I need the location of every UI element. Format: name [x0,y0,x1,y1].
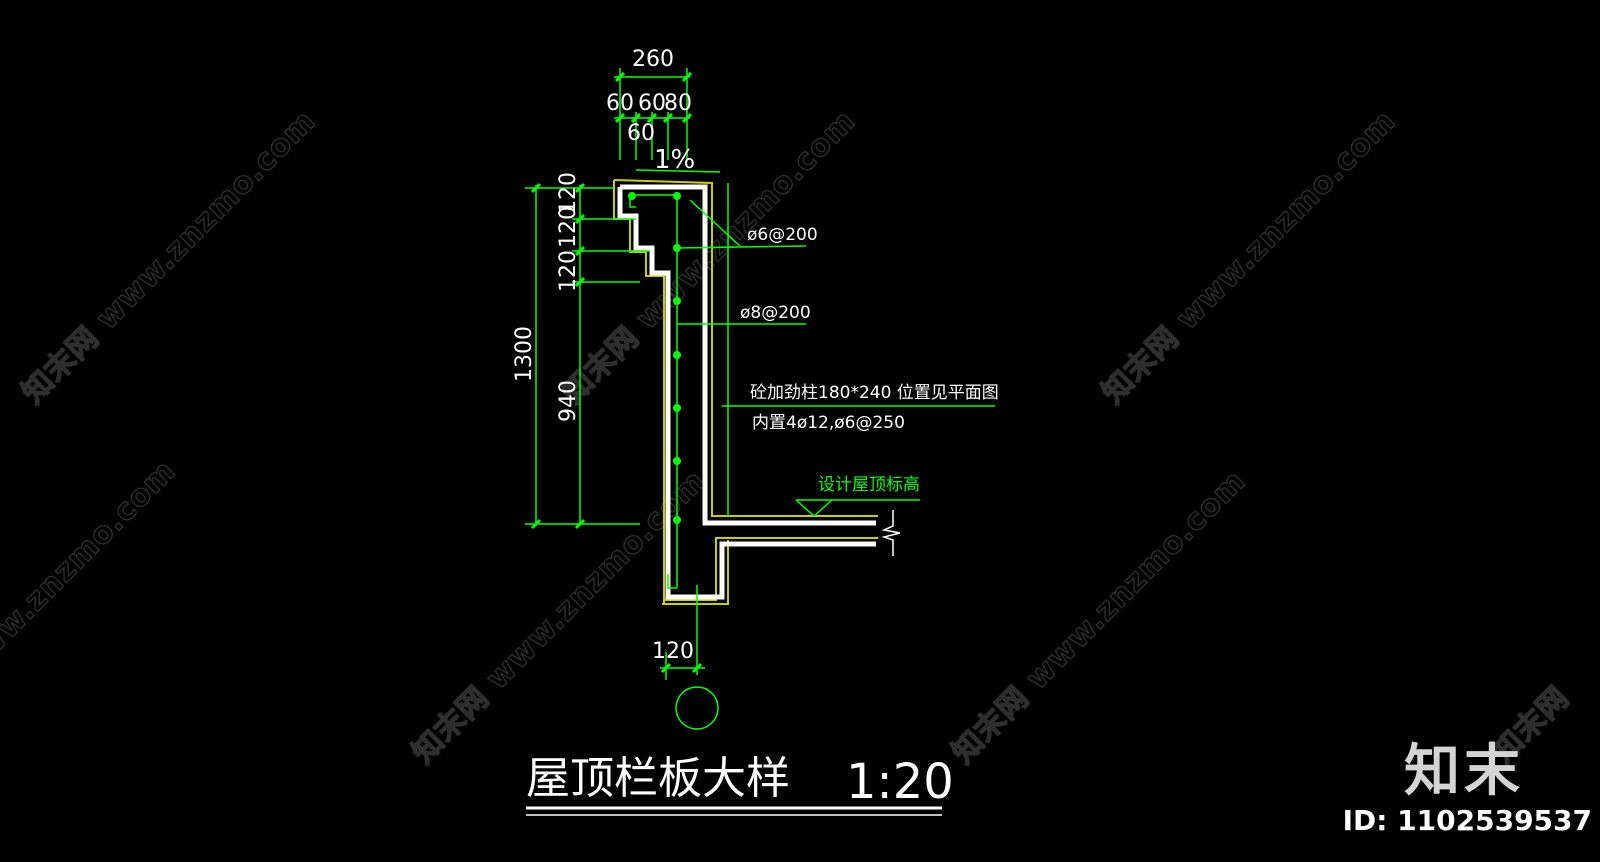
dim-top-sub: 60 [627,121,655,146]
drawing-id-label: ID: 1102539537 [1342,804,1592,837]
concrete-outline [617,184,876,600]
dim-top-total: 260 [632,47,674,72]
dim-left-seg-2: 120 [556,206,581,248]
roof-level-label: 设计屋顶标高 [818,475,920,495]
dim-seg-3: 80 [664,91,692,116]
drawing-title-block: 屋顶栏板大样 1:20 [526,753,954,816]
dim-seg-2: 60 [638,91,666,116]
column-label-2: 内置4ø12,ø6@250 [752,413,905,433]
break-symbol [881,510,901,556]
rebar-top-label: ø6@200 [747,225,818,245]
dim-left-seg-3: 120 [556,250,581,292]
dimension-texts: 260 60 60 80 60 1% 1300 940 120 120 120 … [512,47,695,664]
slope-label: 1% [654,145,695,175]
column-label-1: 砼加劲柱180*240 位置见平面图 [750,383,999,403]
dim-bottom-width: 120 [652,639,694,664]
dim-left-total: 1300 [512,326,537,382]
dim-left-940: 940 [556,380,581,422]
brand-logo: 知末 [1404,739,1524,804]
annotation-texts: ø6@200 ø8@200 砼加劲柱180*240 位置见平面图 内置4ø12,… [740,225,999,495]
dimension-ticks [530,71,703,674]
rebar-vertical-label: ø8@200 [740,303,811,323]
parapet-section [613,179,901,675]
dimension-lines [525,68,995,680]
detail-reference-circle [675,686,719,730]
dim-left-seg-1: 120 [556,172,581,214]
rebar-dots [628,192,681,524]
drawing-title: 屋顶栏板大样 [526,753,790,804]
drawing-scale: 1:20 [846,754,954,810]
dim-seg-1: 60 [606,91,634,116]
